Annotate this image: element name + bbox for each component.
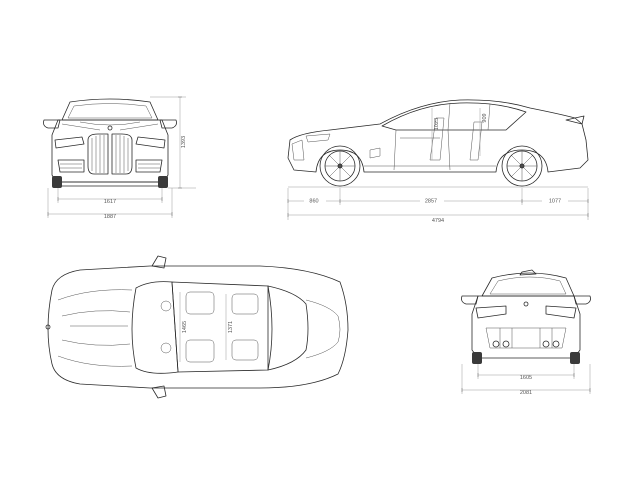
- exhaust-tip-4: [552, 340, 560, 348]
- front-left-tire: [52, 176, 62, 188]
- rear-right-tire: [570, 352, 580, 364]
- top-body-outline: [47, 265, 349, 389]
- rear-roundel-logo-icon: [523, 301, 529, 307]
- front-width-label: 1887: [104, 214, 116, 220]
- rear-track-label: 1605: [520, 375, 532, 381]
- front-windshield-outline: [61, 98, 159, 121]
- front-view: [43, 98, 177, 188]
- top-rear-window: [267, 285, 309, 371]
- front-right-headlight: [135, 136, 166, 149]
- top-seats: [160, 291, 259, 363]
- rear-dimensions: 1605 2081: [461, 364, 591, 396]
- exhaust-tip-2: [502, 340, 510, 348]
- kidney-grille: [87, 133, 133, 175]
- front-left-intake: [57, 159, 85, 173]
- wheelbase-label: 2857: [425, 199, 437, 205]
- front-track-label: 1617: [104, 199, 116, 205]
- overall-length-label: 4794: [432, 218, 444, 224]
- side-greenhouse: [381, 102, 527, 131]
- rear-view: [461, 269, 591, 364]
- side-body-outline: [287, 99, 589, 173]
- exhaust-tip-3: [542, 340, 550, 348]
- top-roundel-logo-icon: [45, 324, 51, 330]
- front-dimensions: 1617 1887 1393: [47, 96, 196, 220]
- side-rear-wheel: [501, 145, 543, 187]
- side-front-wheel: [319, 145, 361, 187]
- rear-right-taillight: [545, 305, 577, 319]
- front-right-intake: [135, 159, 163, 173]
- front-shoulder-label: 1465: [182, 321, 188, 333]
- roundel-logo-icon: [107, 125, 113, 131]
- side-spoiler: [565, 115, 585, 125]
- rear-window-outline: [481, 272, 575, 297]
- front-body-outline: [51, 119, 169, 183]
- top-view: 1465 1371: [45, 255, 349, 399]
- rear-left-mirror: [461, 295, 479, 305]
- rear-overhang-label: 1077: [549, 199, 561, 205]
- front-left-headlight: [54, 136, 85, 149]
- top-right-mirror: [151, 385, 167, 399]
- front-overhang-label: 860: [309, 199, 318, 205]
- front-right-mirror: [159, 119, 177, 129]
- front-left-mirror: [43, 119, 61, 129]
- rear-right-mirror: [573, 295, 591, 305]
- rear-left-tire: [472, 352, 482, 364]
- rear-headroom-label: 909: [482, 113, 488, 122]
- rear-left-taillight: [475, 305, 507, 319]
- front-right-tire: [158, 176, 168, 188]
- rear-width-label: 2081: [520, 390, 532, 396]
- side-dimensions: 860 2857 1077 4794 1023 909: [287, 108, 589, 224]
- rear-body-outline: [471, 295, 581, 359]
- front-height-label: 1393: [181, 136, 187, 148]
- side-view: [287, 99, 589, 188]
- rear-shoulder-label: 1371: [228, 321, 234, 333]
- exhaust-tip-1: [492, 340, 500, 348]
- top-windshield: [131, 281, 179, 374]
- top-left-mirror: [151, 255, 167, 269]
- front-headroom-label: 1023: [434, 118, 440, 130]
